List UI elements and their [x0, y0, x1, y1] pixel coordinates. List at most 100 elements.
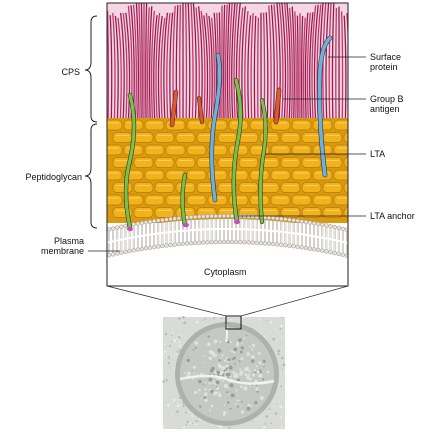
peptidoglycan-unit	[107, 119, 123, 131]
peptidoglycan-unit	[238, 157, 259, 168]
peptidoglycan-unit	[154, 132, 175, 143]
panel-border	[106, 2, 349, 287]
peptidoglycan-unit	[343, 157, 348, 168]
capsule-strand	[208, 15, 213, 126]
surface-protein-label: Surface protein	[370, 52, 402, 72]
capsule-strand	[340, 11, 344, 126]
peptidoglycan-unit	[343, 182, 348, 193]
peptidoglycan-unit	[144, 144, 165, 156]
capsule-strand	[200, 10, 206, 126]
lta-anchor	[183, 222, 189, 228]
peptidoglycan-unit	[175, 132, 196, 143]
capsule-strand	[140, 3, 143, 126]
electron-micrograph	[162, 315, 286, 430]
capsule-strand	[244, 11, 249, 126]
peptidoglycan-unit	[112, 182, 133, 193]
capsule-strand	[313, 4, 319, 126]
capsule-strand	[109, 15, 113, 126]
peptidoglycan-brace	[84, 123, 98, 229]
capsule-strand	[146, 7, 150, 126]
capsule-strand	[203, 15, 209, 126]
lta-strand	[258, 98, 268, 224]
peptidoglycan-unit	[259, 157, 280, 168]
capsule-strand	[235, 3, 241, 126]
capsule-strand	[253, 15, 257, 126]
capsule-strand	[311, 5, 317, 126]
peptidoglycan-unit	[217, 132, 238, 143]
peptidoglycan-unit	[343, 207, 348, 218]
peptidoglycan-unit	[333, 169, 348, 181]
capsule-strand	[325, 3, 330, 126]
capsule-strand	[233, 3, 238, 126]
capsule-strand	[288, 7, 293, 126]
peptidoglycan-unit	[144, 119, 165, 131]
peptidoglycan-unit	[291, 119, 312, 131]
surface-protein-strand	[317, 36, 332, 177]
capsule-strand	[250, 13, 254, 126]
zoom-region-box	[225, 315, 242, 330]
capsule-strand	[276, 3, 281, 126]
capsule-strand	[125, 12, 131, 126]
peptidoglycan-unit	[343, 132, 348, 143]
capsule-strand	[192, 3, 197, 126]
cell-wall-panel	[107, 3, 348, 286]
lta-anchor	[234, 219, 240, 225]
capsule-strand	[145, 3, 148, 126]
peptidoglycan-unit	[270, 169, 291, 181]
group-b-antigen-strand	[170, 90, 178, 127]
peptidoglycan-unit	[107, 144, 123, 156]
group-b-antigen-strand	[197, 96, 204, 124]
lta-strand	[124, 93, 136, 230]
lta-strand	[181, 173, 187, 227]
peptidoglycan-unit	[186, 169, 207, 181]
surface-molecules-layer	[123, 35, 333, 232]
peptidoglycan-unit	[165, 169, 186, 181]
peptidoglycan-unit	[107, 194, 123, 206]
capsule-strand	[155, 12, 161, 126]
capsule-strand	[138, 3, 141, 126]
peptidoglycan-unit	[280, 157, 301, 168]
capsule-strand	[148, 6, 153, 126]
lta-label: LTA	[370, 149, 386, 159]
lta-anchor-label: LTA anchor	[370, 211, 415, 221]
peptidoglycan-unit	[238, 182, 259, 193]
capsule-strand	[343, 15, 347, 126]
peptidoglycan-unit	[301, 207, 322, 218]
peptidoglycan-unit	[107, 169, 123, 181]
peptidoglycan-unit	[312, 194, 333, 206]
peptidoglycan-unit	[207, 194, 228, 206]
peptidoglycan-unit	[154, 182, 175, 193]
capsule-strand	[187, 3, 191, 126]
peptidoglycan-unit	[112, 132, 133, 143]
peptidoglycan-unit	[133, 182, 154, 193]
group-b-antigen-strand	[274, 88, 281, 124]
peptidoglycan-unit	[123, 194, 144, 206]
peptidoglycan-unit	[322, 182, 343, 193]
capsule-strand	[190, 3, 194, 126]
capsule-strand	[284, 3, 289, 126]
capsule-strand	[306, 12, 312, 126]
capsule-strand	[291, 6, 295, 126]
peptidoglycan-unit	[133, 157, 154, 168]
peptidoglycan-unit	[144, 169, 165, 181]
cps-brace	[84, 15, 98, 123]
peptidoglycan-unit	[291, 169, 312, 181]
peptidoglycan-unit	[333, 119, 348, 131]
peptidoglycan-label: Peptidoglycan	[25, 172, 82, 182]
capsule-strand	[328, 3, 332, 126]
capsule-strand	[231, 3, 236, 126]
lta-strand	[232, 78, 243, 224]
capsule-polysaccharide-layer	[107, 3, 348, 126]
capsule-strand	[331, 3, 335, 126]
capsule-strand	[281, 3, 287, 126]
capsule-strand	[226, 3, 231, 126]
capsule-strand	[302, 17, 306, 126]
capsule-strand	[309, 12, 314, 126]
peptidoglycan-unit	[259, 182, 280, 193]
peptidoglycan-unit	[291, 144, 312, 156]
capsule-strand	[117, 17, 122, 126]
capsule-strand	[160, 17, 166, 126]
peptidoglycan-unit	[291, 194, 312, 206]
capsule-strand	[270, 4, 275, 126]
capsule-strand	[157, 15, 163, 126]
